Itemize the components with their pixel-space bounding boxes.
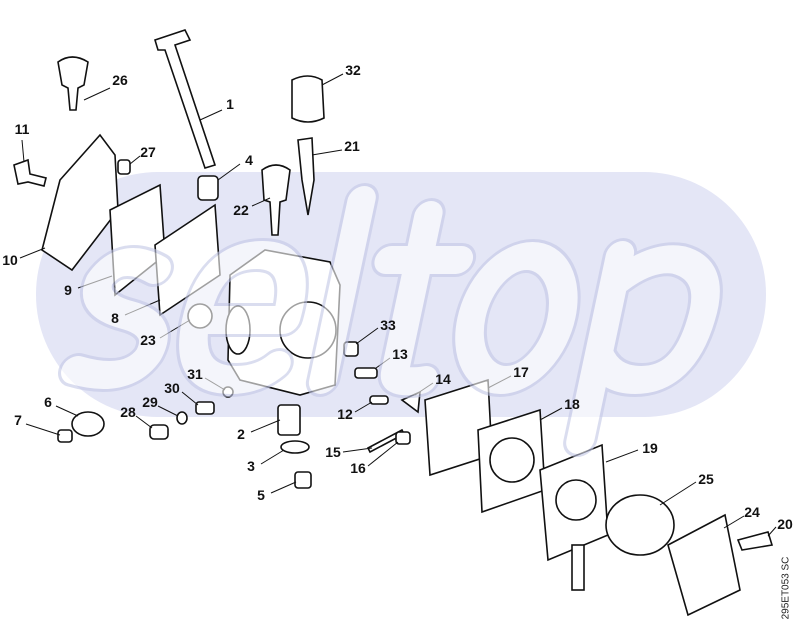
- part-label-18: 18: [564, 396, 580, 412]
- fuel-fitting: [571, 544, 585, 591]
- leader-lines: [19, 73, 777, 537]
- part-label-4: 4: [245, 152, 253, 168]
- part-2-spring: [277, 404, 301, 436]
- part-label-16: 16: [350, 460, 366, 476]
- part-label-14: 14: [435, 371, 451, 387]
- part-11-screw: [13, 158, 47, 187]
- part-label-30: 30: [164, 380, 180, 396]
- part-label-20: 20: [777, 516, 793, 532]
- part-7-screw: [57, 429, 73, 443]
- part-label-8: 8: [111, 310, 119, 326]
- part-label-26: 26: [112, 72, 128, 88]
- part-27-plug: [117, 159, 131, 175]
- part-13-spring: [354, 367, 378, 379]
- part-label-32: 32: [345, 62, 361, 78]
- part-28-plug: [149, 424, 169, 440]
- part-label-27: 27: [140, 144, 156, 160]
- part-label-11: 11: [14, 121, 30, 137]
- part-30-spring: [195, 401, 215, 415]
- part-label-2: 2: [237, 426, 245, 442]
- part-label-17: 17: [513, 364, 529, 380]
- part-label-1: 1: [226, 96, 234, 112]
- part-label-7: 7: [14, 412, 22, 428]
- part-label-10: 10: [2, 252, 18, 268]
- part-4-bush: [197, 175, 219, 201]
- part-20-screw: [736, 531, 774, 551]
- part-label-24: 24: [744, 504, 760, 520]
- part-3-washer: [280, 440, 310, 454]
- part-21-needle: [297, 137, 315, 216]
- pump-cover-port: [555, 479, 597, 521]
- part-label-25: 25: [698, 471, 714, 487]
- part-26-adjust-screw: [57, 56, 89, 111]
- part-25-primer-bulb: [605, 494, 675, 556]
- part-24-flange: [667, 513, 741, 617]
- part-label-21: 21: [344, 138, 360, 154]
- part-label-31: 31: [187, 366, 203, 382]
- diaphragm-disc: [489, 437, 535, 483]
- part-label-22: 22: [233, 202, 249, 218]
- part-label-28: 28: [120, 404, 136, 420]
- part-22-needle: [261, 164, 291, 236]
- part-label-23: 23: [140, 332, 156, 348]
- part-32-limiter-cap: [291, 75, 325, 123]
- part-label-29: 29: [142, 394, 158, 410]
- part-12-inlet-needle: [369, 395, 389, 405]
- part-label-19: 19: [642, 440, 658, 456]
- part-label-6: 6: [44, 394, 52, 410]
- watermark-logo: [57, 183, 723, 457]
- part-label-13: 13: [392, 346, 408, 362]
- drawing-code: 295ET053 SC: [780, 556, 792, 620]
- part-5-screw: [294, 471, 312, 489]
- part-1-throttle-shaft: [154, 29, 217, 169]
- part-label-3: 3: [247, 458, 255, 474]
- part-6-plate: [71, 411, 105, 437]
- part-29-oring: [176, 411, 188, 425]
- part-label-12: 12: [337, 406, 353, 422]
- part-16-screw: [395, 431, 411, 445]
- part-label-9: 9: [64, 282, 72, 298]
- part-label-15: 15: [325, 444, 341, 460]
- part-label-33: 33: [380, 317, 396, 333]
- part-label-5: 5: [257, 487, 265, 503]
